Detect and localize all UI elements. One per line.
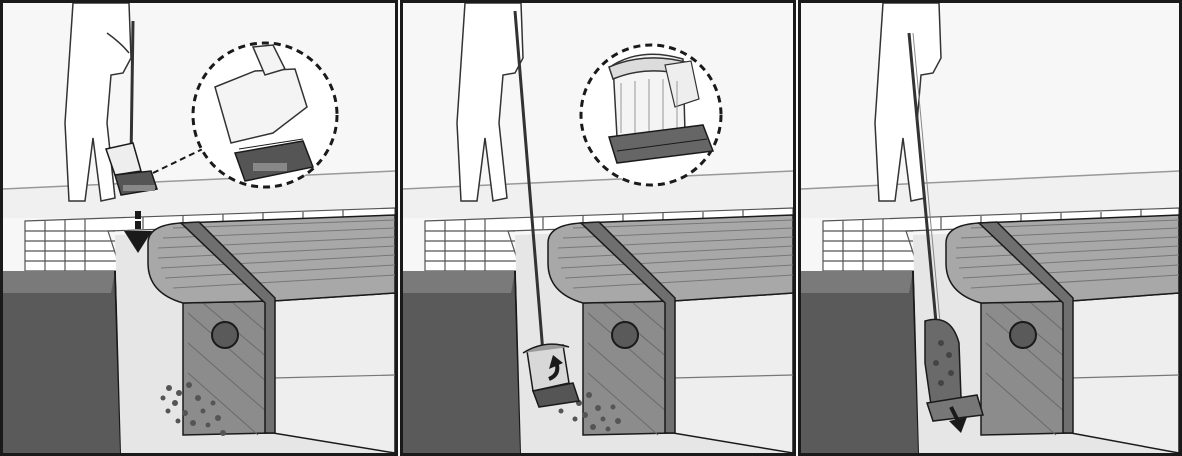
pool-vacuum-with-bag bbox=[105, 142, 158, 196]
curved-arrow bbox=[548, 355, 563, 381]
pool-floor-debris bbox=[160, 382, 226, 436]
pool-vacuum-submerged bbox=[522, 343, 580, 408]
vacuum-pole bbox=[907, 32, 939, 334]
pool-floor-debris bbox=[558, 392, 621, 432]
zoom-callout-bag-attached bbox=[579, 43, 723, 187]
down-arrow bbox=[949, 406, 967, 433]
pool-vacuum-bag-full bbox=[924, 318, 984, 422]
step-3-illustration bbox=[801, 3, 1179, 453]
step-1-illustration bbox=[3, 3, 395, 453]
rolled-pool-cover bbox=[547, 214, 793, 434]
panel-step-3 bbox=[798, 0, 1182, 456]
pool-wall bbox=[3, 270, 122, 453]
vacuum-pole bbox=[129, 20, 135, 162]
zoom-connector bbox=[152, 142, 216, 174]
rolled-pool-cover bbox=[147, 214, 395, 434]
pool-wall bbox=[801, 270, 920, 453]
panel-step-2 bbox=[400, 0, 796, 456]
vacuum-pole bbox=[513, 10, 545, 354]
person-figure bbox=[874, 3, 942, 202]
person-figure bbox=[64, 3, 132, 202]
pool-wall bbox=[403, 270, 522, 453]
person-figure bbox=[456, 3, 524, 202]
panel-step-1 bbox=[0, 0, 398, 456]
rolled-pool-cover bbox=[945, 214, 1179, 434]
down-arrow bbox=[124, 211, 152, 253]
zoom-callout-bag-removed bbox=[191, 41, 339, 189]
step-2-illustration bbox=[403, 3, 793, 453]
pool-deck bbox=[801, 170, 1179, 218]
